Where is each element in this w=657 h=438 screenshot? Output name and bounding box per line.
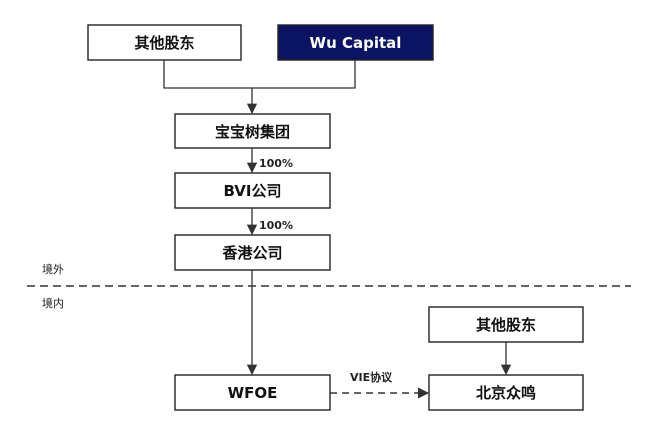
group-to-bvi-percent: 100% [259,157,293,170]
other-shareholders-top-label: 其他股东 [134,34,194,52]
other-shareholders-top-box [87,24,242,61]
wu-capital-box [277,24,434,61]
wfoe-box [174,374,331,411]
other-shareholders-right-box [428,306,584,343]
offshore-label: 境外 [42,262,64,276]
wfoe-label: WFOE [228,384,278,402]
bvi-company-box [174,172,331,209]
top-shareholders-connector [163,60,356,89]
bvi-to-hk-percent: 100% [259,219,293,232]
vie-agreement-label: VIE协议 [350,370,393,384]
top-shareholder-group: 其他股东 Wu Capital [87,24,434,61]
beijing-zhongming-label: 北京众鸣 [476,384,536,402]
bvi-company-label: BVI公司 [223,182,281,200]
other-shareholders-right-label: 其他股东 [476,316,536,334]
hk-company-label: 香港公司 [222,244,282,262]
wu-capital-label: Wu Capital [310,34,402,52]
baobaoshu-group-label: 宝宝树集团 [215,123,290,141]
onshore-label: 境内 [42,296,64,310]
